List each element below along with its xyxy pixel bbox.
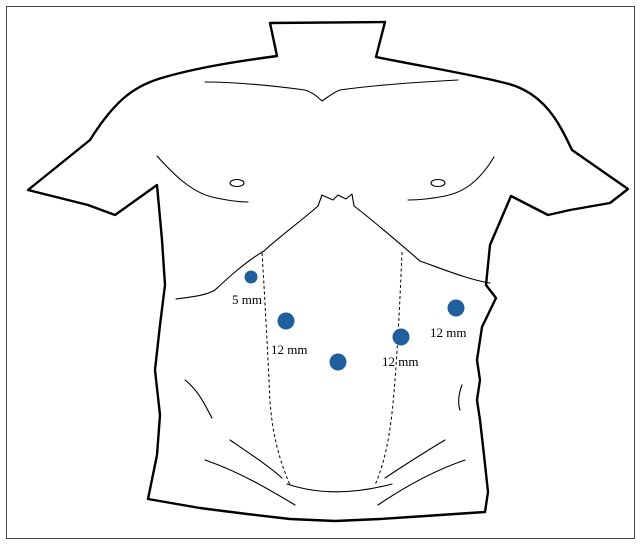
- right-nipple: [431, 180, 445, 187]
- pubic-curve: [287, 484, 392, 492]
- port-umbilical: [330, 354, 347, 371]
- port-right-lateral: [448, 300, 465, 317]
- left-inguinal-line-2: [205, 460, 295, 505]
- left-semilunar-line: [262, 253, 290, 485]
- right-flank-line: [459, 385, 462, 410]
- port-label-left-middle: 12 mm: [271, 342, 307, 357]
- port-right-middle: [393, 329, 410, 346]
- port-label-right-lateral: 12 mm: [430, 325, 466, 340]
- right-inguinal-line-2: [378, 460, 465, 505]
- clavicle-line: [205, 80, 458, 101]
- left-flank-line: [185, 380, 212, 418]
- port-left-middle: [278, 313, 295, 330]
- left-nipple: [230, 180, 244, 187]
- costal-margin: [264, 194, 490, 283]
- right-pectoral-line: [408, 157, 494, 200]
- port-label-right-middle: 12 mm: [382, 354, 418, 369]
- port-label-left-upper: 5 mm: [232, 292, 262, 307]
- left-pectoral-line: [157, 156, 248, 202]
- left-inguinal-line-1: [230, 440, 282, 478]
- port-left-upper: [245, 271, 258, 284]
